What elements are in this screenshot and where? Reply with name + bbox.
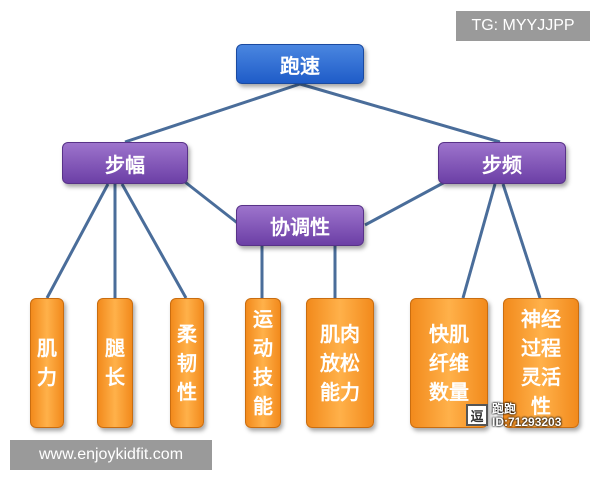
site-watermark: www.enjoykidfit.com bbox=[10, 440, 212, 470]
connector-stride-length-coordination bbox=[184, 180, 241, 227]
node-stride-length: 步幅 bbox=[62, 142, 188, 184]
node-stride-frequency: 步频 bbox=[438, 142, 566, 184]
node-motor-skills: 运 动 技 能 bbox=[245, 298, 281, 428]
connector-root-stride-length bbox=[124, 82, 301, 144]
node-muscle-strength: 肌 力 bbox=[30, 298, 64, 428]
id-watermark: 逗 跑跑 ID:71293203 bbox=[466, 400, 578, 430]
node-leg-length: 腿 长 bbox=[97, 298, 133, 428]
connector-root-stride-frequency bbox=[299, 82, 501, 144]
connector-stride-frequency-neural bbox=[501, 183, 542, 299]
node-flexibility: 柔 韧 性 bbox=[170, 298, 204, 428]
connector-stride-length-muscle-strength bbox=[45, 183, 110, 299]
connector-stride-frequency-fast-twitch bbox=[461, 183, 497, 299]
id-watermark-brand: 跑跑 bbox=[492, 402, 517, 416]
connector-stride-frequency-coordination bbox=[364, 180, 446, 227]
node-muscle-relaxation: 肌肉 放松 能力 bbox=[306, 298, 374, 428]
id-watermark-number: ID:71293203 bbox=[492, 415, 562, 429]
connector-stride-length-flexibility bbox=[120, 183, 188, 299]
brand-logo-icon: 逗 bbox=[466, 404, 488, 426]
node-coordination: 协调性 bbox=[236, 205, 364, 246]
tg-watermark: TG: MYYJJPP bbox=[456, 11, 590, 41]
node-neural-flexibility: 神经 过程 灵活 性 bbox=[503, 298, 579, 428]
node-root: 跑速 bbox=[236, 44, 364, 84]
